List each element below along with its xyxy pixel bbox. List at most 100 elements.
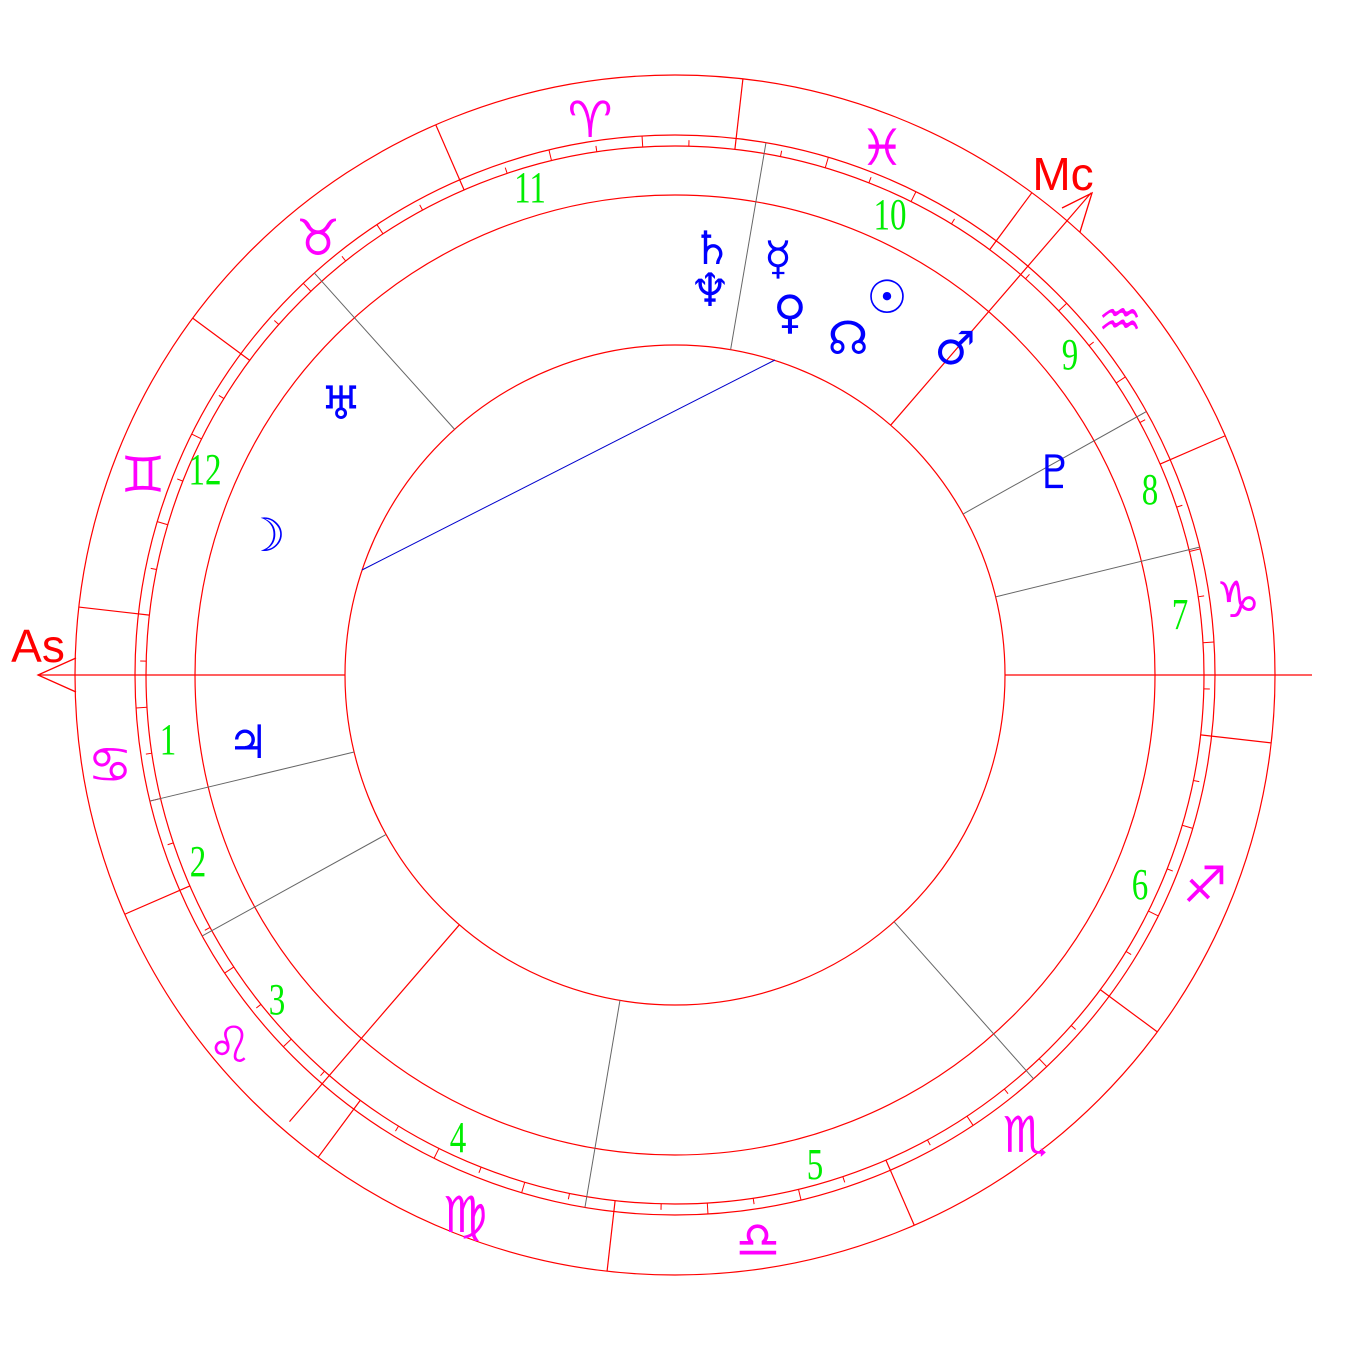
sign-virgo-icon: ♍︎ bbox=[443, 1186, 488, 1244]
degree-tick bbox=[798, 1189, 802, 1201]
degree-tick bbox=[376, 224, 384, 235]
house-number-9: 9 bbox=[1062, 331, 1078, 380]
house-cusp-line bbox=[962, 411, 1147, 515]
degree-tick bbox=[567, 1193, 571, 1200]
sign-boundary bbox=[606, 1200, 616, 1272]
sign-sagittarius-icon: ♐︎ bbox=[1183, 856, 1228, 914]
degree-tick bbox=[1167, 868, 1173, 872]
saturn-icon: ♄ bbox=[691, 221, 732, 275]
sign-leo-icon: ♌︎ bbox=[208, 1016, 253, 1074]
house-cusp-line bbox=[149, 751, 355, 802]
sign-boundary bbox=[78, 606, 150, 616]
house-number-5: 5 bbox=[807, 1141, 823, 1190]
degree-tick bbox=[1193, 779, 1200, 783]
sign-boundary bbox=[734, 78, 744, 150]
midheaven-marker: Mc bbox=[1032, 148, 1094, 233]
degree-tick bbox=[1025, 273, 1030, 280]
sign-taurus-icon: ♉︎ bbox=[296, 209, 341, 267]
degree-tick bbox=[419, 204, 424, 211]
sun-icon: ☉ bbox=[866, 270, 907, 324]
house-cusp-line bbox=[995, 546, 1200, 598]
degree-tick bbox=[868, 177, 872, 183]
house-number-11: 11 bbox=[514, 164, 546, 213]
degree-tick bbox=[1088, 341, 1095, 347]
sign-boundary bbox=[989, 192, 1033, 251]
sign-boundary bbox=[435, 124, 465, 191]
degree-tick bbox=[641, 135, 644, 148]
degree-tick bbox=[395, 1125, 400, 1132]
house-number-8: 8 bbox=[1142, 466, 1158, 515]
house-number-6: 6 bbox=[1132, 861, 1148, 910]
uranus-icon: ♅ bbox=[320, 376, 361, 430]
sign-boundary bbox=[1159, 435, 1226, 465]
house-number-10: 10 bbox=[874, 191, 907, 240]
degree-tick bbox=[224, 966, 235, 974]
degree-tick bbox=[282, 1038, 292, 1048]
ring-4 bbox=[344, 344, 1006, 1006]
degree-tick bbox=[135, 706, 148, 709]
house-number-2: 2 bbox=[190, 838, 206, 887]
sign-boundary bbox=[124, 885, 191, 915]
house-number-3: 3 bbox=[269, 976, 285, 1025]
house-cusp-line bbox=[893, 921, 1034, 1080]
degree-tick bbox=[341, 255, 347, 262]
degree-tick bbox=[167, 842, 174, 846]
degree-tick bbox=[433, 1148, 440, 1159]
house-cusp-line bbox=[584, 1000, 621, 1208]
sign-aries-icon: ♈︎ bbox=[568, 91, 613, 149]
degree-tick bbox=[302, 282, 312, 292]
degree-tick bbox=[1198, 595, 1205, 598]
degree-tick bbox=[926, 1139, 931, 1146]
midheaven-arrow bbox=[1061, 191, 1094, 233]
neptune-icon: ♆ bbox=[689, 263, 730, 317]
jupiter-icon: ♃ bbox=[227, 715, 268, 769]
midheaven-label: Mc bbox=[1032, 148, 1093, 200]
degree-tick bbox=[779, 150, 783, 157]
sign-boundary bbox=[192, 317, 251, 361]
degree-tick bbox=[706, 1202, 709, 1215]
sign-gemini-icon: ♊︎ bbox=[121, 446, 166, 504]
sign-boundary bbox=[885, 1159, 915, 1226]
sign-boundary bbox=[1200, 734, 1272, 744]
sign-boundary bbox=[1099, 989, 1158, 1033]
sign-capricorn-icon: ♑︎ bbox=[1216, 571, 1261, 629]
degree-tick bbox=[595, 145, 598, 152]
degree-tick bbox=[910, 191, 917, 202]
degree-tick bbox=[1070, 1025, 1077, 1030]
house-cusp-line bbox=[202, 834, 387, 937]
house-cusp-line bbox=[313, 272, 455, 430]
degree-tick bbox=[1176, 504, 1183, 508]
degree-tick bbox=[478, 1167, 482, 1173]
planets: ♄♆☿♀☊☉♂♇♅☽♃ bbox=[227, 221, 1075, 769]
sign-aquarius-icon: ♒︎ bbox=[1098, 291, 1143, 349]
degree-tick bbox=[150, 567, 157, 571]
zodiac-signs: ♈︎♓︎♒︎♑︎♐︎♏︎♎︎♍︎♌︎♋︎♊︎♉︎ bbox=[88, 91, 1261, 1269]
mercury-icon: ☿ bbox=[764, 231, 792, 285]
house-number-7: 7 bbox=[1172, 591, 1188, 640]
angle-axis-line bbox=[289, 924, 460, 1123]
degree-tick bbox=[1189, 548, 1201, 552]
degree-tick bbox=[548, 149, 552, 161]
house-number-1: 1 bbox=[160, 716, 176, 765]
degree-tick bbox=[842, 1176, 846, 1183]
degree-tick bbox=[177, 478, 183, 482]
sign-pisces-icon: ♓︎ bbox=[860, 119, 905, 177]
degree-tick bbox=[1148, 910, 1159, 917]
degree-tick bbox=[1058, 302, 1068, 312]
degree-tick bbox=[824, 157, 829, 168]
venus-icon: ♀ bbox=[773, 285, 807, 339]
degree-tick bbox=[1139, 419, 1146, 424]
degree-tick bbox=[1182, 824, 1193, 829]
house-cusps bbox=[38, 142, 1312, 1208]
degree-tick bbox=[1125, 950, 1132, 955]
aspect-line bbox=[361, 359, 776, 571]
degree-tick bbox=[145, 752, 152, 755]
house-number-4: 4 bbox=[450, 1114, 466, 1163]
angle-axis-line bbox=[890, 192, 1092, 426]
degree-tick bbox=[1115, 376, 1126, 384]
sign-cancer-icon: ♋︎ bbox=[88, 736, 133, 794]
degree-tick bbox=[521, 1182, 526, 1193]
degree-tick bbox=[218, 395, 225, 400]
